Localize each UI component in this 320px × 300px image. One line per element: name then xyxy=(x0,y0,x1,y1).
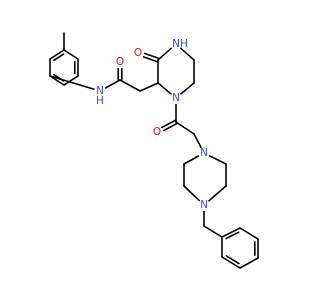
bond-t3-n-amide xyxy=(49,75,95,90)
bond-n-amide-c-amide xyxy=(104,79,121,89)
bond-b1-b2-inner xyxy=(225,231,240,240)
atom-label-n-ring: N xyxy=(172,92,180,104)
bond-c-amide-ch2-a xyxy=(119,79,141,92)
bond-t6-t1 xyxy=(63,49,79,60)
atom-label-q4: N xyxy=(200,199,208,211)
bond-ch2-bn-b1 xyxy=(203,225,223,238)
bond-b2-b3 xyxy=(239,227,259,240)
bond-n-h-p5 xyxy=(180,47,195,61)
bond-p2-n-h xyxy=(157,47,172,61)
bond-t4-t5 xyxy=(63,75,79,86)
bond-c-acyl-o-acyl-second xyxy=(161,119,176,129)
bond-p2-o-ring xyxy=(142,56,159,63)
bond-t1-t2-inner xyxy=(53,53,65,62)
atom-label-n-h: N xyxy=(172,38,180,50)
atom-label-o-ring: O xyxy=(134,47,142,59)
bond-p2-o-ring-second xyxy=(143,52,160,60)
bond-b4-b5 xyxy=(239,257,259,269)
bond-c-acyl-ch2-b xyxy=(175,121,195,135)
bond-b5-b6 xyxy=(221,256,241,269)
bond-layer xyxy=(49,32,259,269)
bond-q3-q4 xyxy=(208,185,227,202)
bond-c-acyl-o-acyl xyxy=(162,122,178,132)
atom-label-h-ring: H xyxy=(180,38,188,50)
bond-t1-t2 xyxy=(49,49,65,60)
bond-q6-q1 xyxy=(183,155,200,165)
atom-label-o-acyl: O xyxy=(153,126,161,138)
bond-p6-n-ring xyxy=(180,82,195,95)
atom-label-o-amide: O xyxy=(116,56,124,68)
bond-n-ring-p1 xyxy=(157,82,172,95)
atom-label-n-amide: N xyxy=(96,85,104,97)
bond-q1-q2 xyxy=(209,155,227,165)
atom-label-q1: N xyxy=(200,147,208,159)
bond-q4-q5 xyxy=(183,185,201,202)
bond-b1-b2 xyxy=(221,227,241,238)
bond-ch2-a-p1 xyxy=(139,82,159,92)
bond-ch2-b-q1 xyxy=(193,133,202,149)
atom-label-h-amide: H xyxy=(96,95,104,107)
bond-b5-b6-inner xyxy=(225,255,240,265)
